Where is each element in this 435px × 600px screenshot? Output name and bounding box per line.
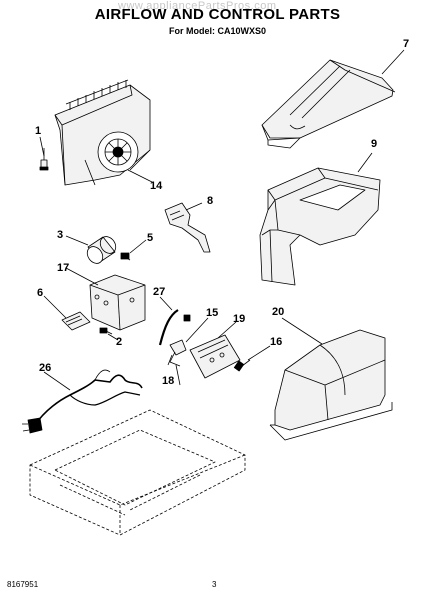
callout-15: 15 — [206, 307, 219, 319]
part-switch — [61, 311, 91, 331]
leader-16 — [247, 345, 271, 361]
leader-1 — [39, 136, 45, 157]
callout-6: 6 — [37, 287, 44, 299]
page-number: 3 — [212, 580, 217, 589]
part-screw-2 — [99, 327, 113, 335]
callout-17: 17 — [57, 262, 70, 274]
leader-15 — [185, 317, 209, 343]
callout-7: 7 — [403, 38, 410, 50]
cabinet-base-outline — [29, 409, 246, 536]
callout-20: 20 — [272, 306, 285, 318]
part-screw-1 — [39, 148, 49, 171]
callout-3: 3 — [57, 229, 64, 241]
callout-8: 8 — [207, 195, 214, 207]
callout-9: 9 — [371, 138, 378, 150]
page-title: AIRFLOW AND CONTROL PARTS — [94, 6, 341, 23]
leader-6 — [43, 295, 67, 319]
callout-16: 16 — [270, 336, 283, 348]
callout-2: 2 — [116, 336, 123, 348]
part-top-cover — [261, 59, 396, 149]
watermark: www.appliancePartsPros.com — [118, 0, 277, 12]
part-power-cord — [22, 369, 143, 434]
leader-7 — [381, 49, 405, 75]
part-control-box — [89, 274, 146, 331]
leader-9 — [357, 152, 373, 173]
callout-5: 5 — [147, 232, 154, 244]
callout-18: 18 — [162, 375, 175, 387]
callout-19: 19 — [233, 313, 246, 325]
leader-17 — [65, 267, 99, 286]
leader-5 — [129, 239, 147, 254]
part-base-tray — [269, 329, 393, 441]
document-number: 8167951 — [7, 580, 39, 589]
callout-26: 26 — [39, 362, 52, 374]
model-subtitle: For Model: CA10WXS0 — [168, 26, 266, 36]
part-tube — [158, 309, 191, 346]
leader-2 — [107, 333, 119, 341]
leader-20 — [281, 317, 323, 345]
leader-3 — [65, 235, 89, 246]
leader-27 — [159, 296, 173, 311]
leader-14 — [127, 169, 153, 183]
callout-27: 27 — [153, 286, 166, 298]
part-blower-housing — [54, 79, 151, 186]
part-air-duct — [259, 167, 381, 286]
leader-18 — [175, 364, 181, 386]
callout-14: 14 — [150, 180, 163, 192]
part-control-board — [189, 334, 241, 379]
part-thermostat — [167, 339, 187, 366]
part-bracket — [164, 202, 211, 253]
part-sensor — [169, 351, 181, 367]
leader-19 — [217, 321, 237, 339]
callout-1: 1 — [35, 125, 42, 137]
leader-8 — [185, 202, 203, 211]
part-screw-16 — [233, 359, 251, 372]
leader-26 — [43, 371, 71, 391]
part-screw-5 — [120, 252, 131, 261]
part-capacitor — [86, 236, 117, 264]
